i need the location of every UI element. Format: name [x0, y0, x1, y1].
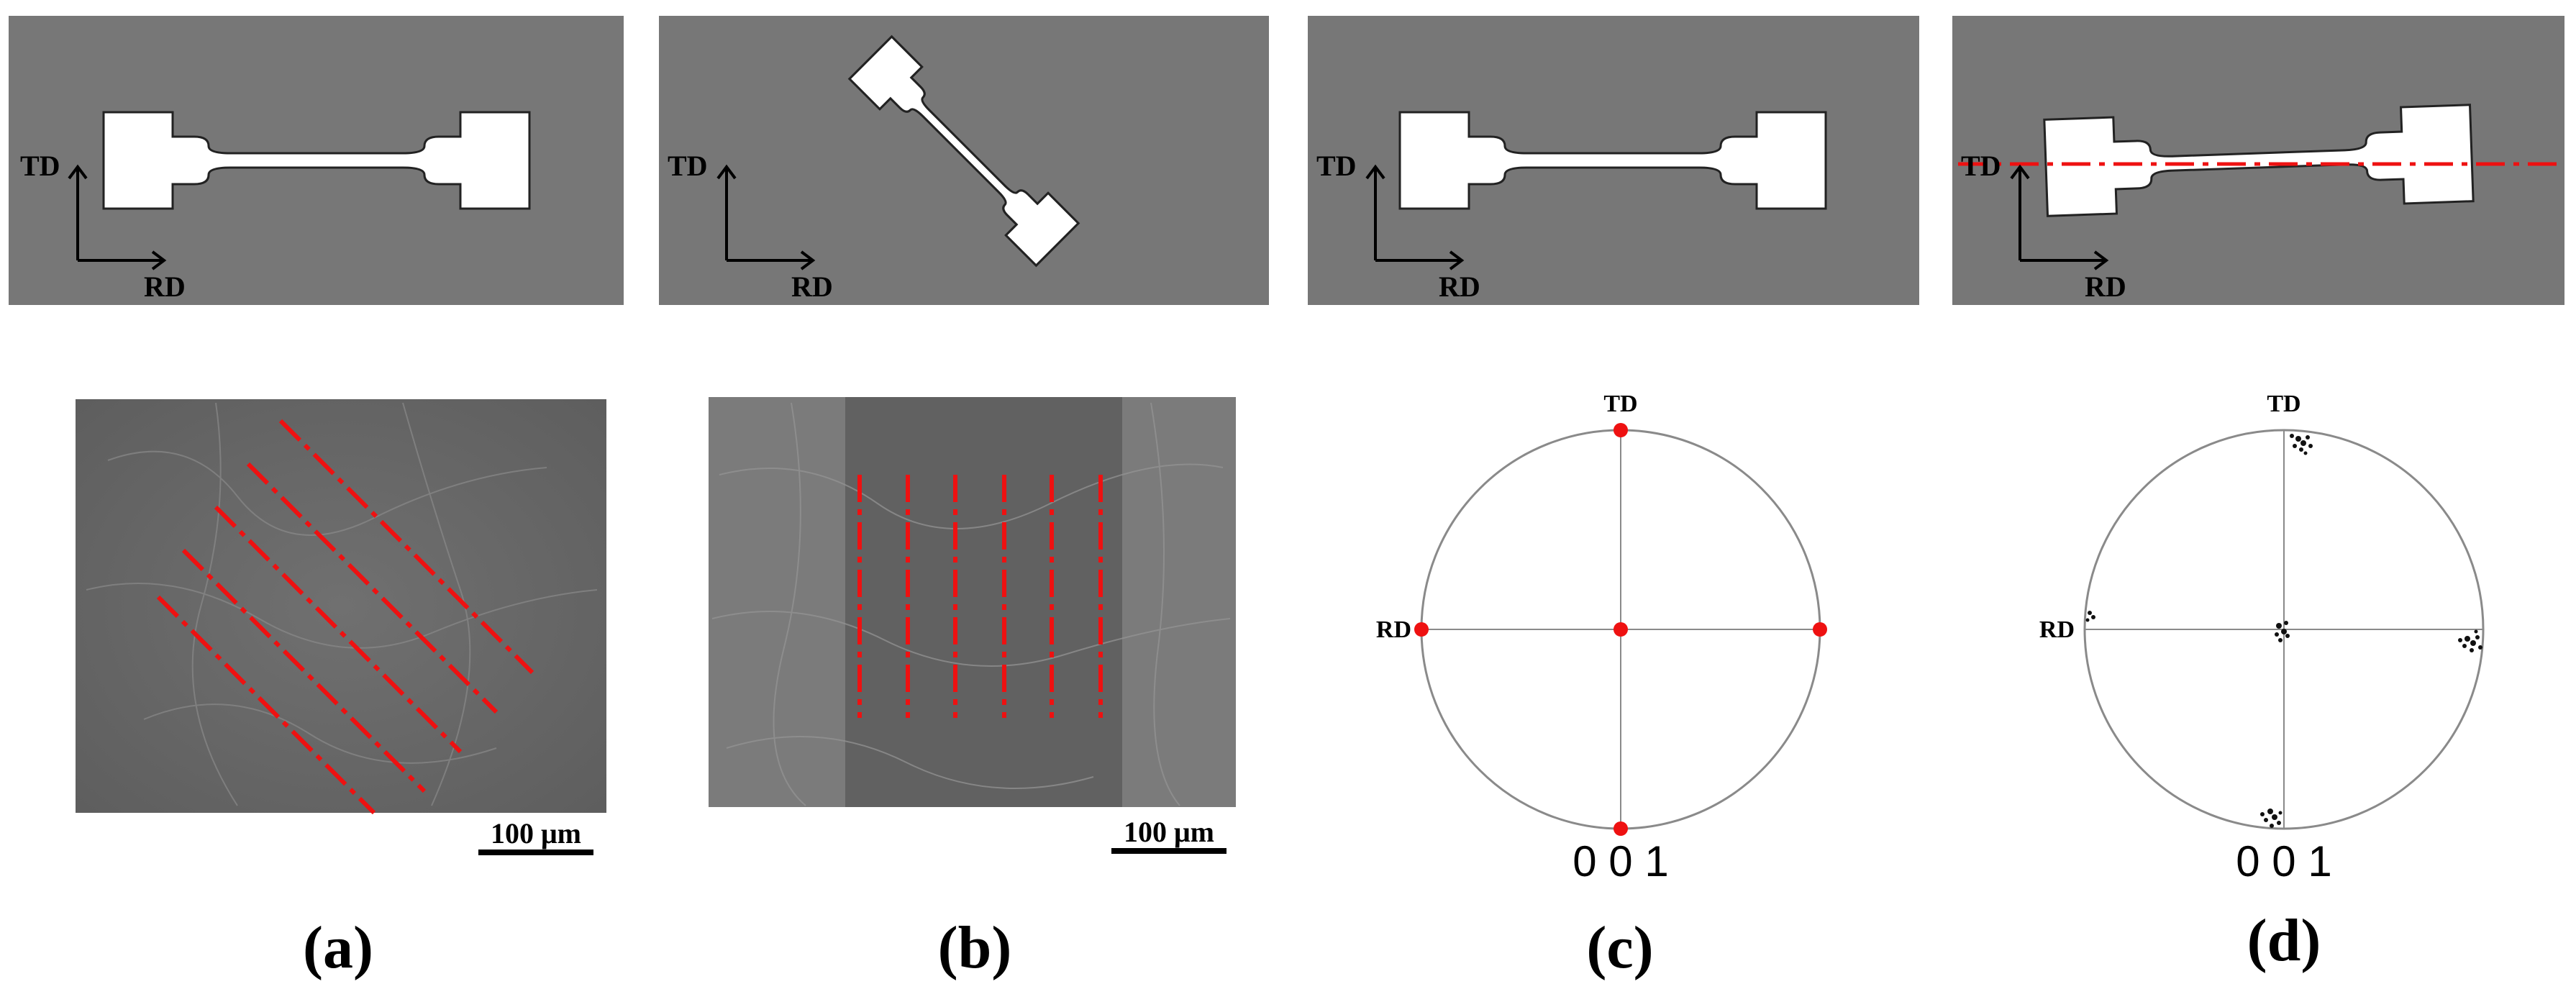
grain-boundaries [86, 402, 598, 806]
miller-index-label: 0 0 1 [2236, 837, 2331, 885]
deformed-band [845, 397, 1122, 807]
pf-td-label: TD [1603, 391, 1637, 417]
panel-b-orientation: TD RD [659, 16, 1269, 305]
rd-axis-label: RD [2085, 270, 2126, 303]
rd-axis-label: RD [144, 270, 186, 303]
axis-arrows [1365, 164, 1465, 270]
pf-rd-label: RD [1376, 616, 1411, 643]
slip-traces [156, 419, 534, 815]
measured-pole-clusters [2085, 434, 2482, 828]
pole-marker [1614, 622, 1628, 637]
grain-boundaries [711, 402, 1231, 806]
miller-index-label: 0 0 1 [1573, 837, 1668, 885]
axis-arrows [68, 164, 167, 270]
pf-rd-label: RD [2039, 616, 2075, 643]
axis-arrows [2010, 164, 2109, 270]
pole-cluster [2458, 629, 2482, 652]
pole-marker [1414, 622, 1429, 637]
scale-bar-label: 100 μm [1124, 816, 1214, 848]
pf-td-label: TD [2267, 391, 2300, 417]
panel-d-orientation: TD RD [1952, 16, 2564, 305]
pole-marker [1813, 622, 1827, 637]
pole-marker [1614, 423, 1628, 437]
td-axis-label: TD [20, 150, 60, 182]
panel-d-pole-figure: TD RD 0 0 1 [2039, 391, 2485, 885]
td-axis-label: TD [1316, 150, 1357, 182]
pole-cluster [2260, 809, 2283, 828]
axis-arrows [716, 164, 816, 270]
pole-cluster [2290, 434, 2313, 455]
pole-cluster [2085, 611, 2095, 622]
panel-c-orientation: TD RD [1308, 16, 1919, 305]
panel-b-sem-image: 100 μm [709, 397, 1236, 854]
panel-c-pole-figure: TD RD 0 0 1 [1376, 391, 1827, 885]
sem-micrograph [76, 399, 606, 813]
panel-background [659, 16, 1269, 305]
td-axis-label: TD [668, 150, 708, 182]
rd-axis-label: RD [791, 270, 833, 303]
panel-label-d: (d) [2247, 907, 2321, 974]
panel-a-orientation: TD RD [9, 16, 624, 305]
panel-label-b: (b) [938, 914, 1012, 981]
td-axis-label: TD [1961, 150, 2001, 182]
panel-label-c: (c) [1586, 914, 1653, 981]
ideal-poles [1414, 423, 1827, 836]
pole-cluster [2275, 621, 2290, 642]
rd-axis-label: RD [1439, 270, 1480, 303]
scale-bar-label: 100 μm [491, 817, 581, 850]
panel-label-a: (a) [303, 914, 373, 981]
pole-marker [1614, 821, 1628, 836]
panel-a-sem-image: 100 μm [76, 399, 606, 855]
slip-traces [857, 475, 1103, 718]
